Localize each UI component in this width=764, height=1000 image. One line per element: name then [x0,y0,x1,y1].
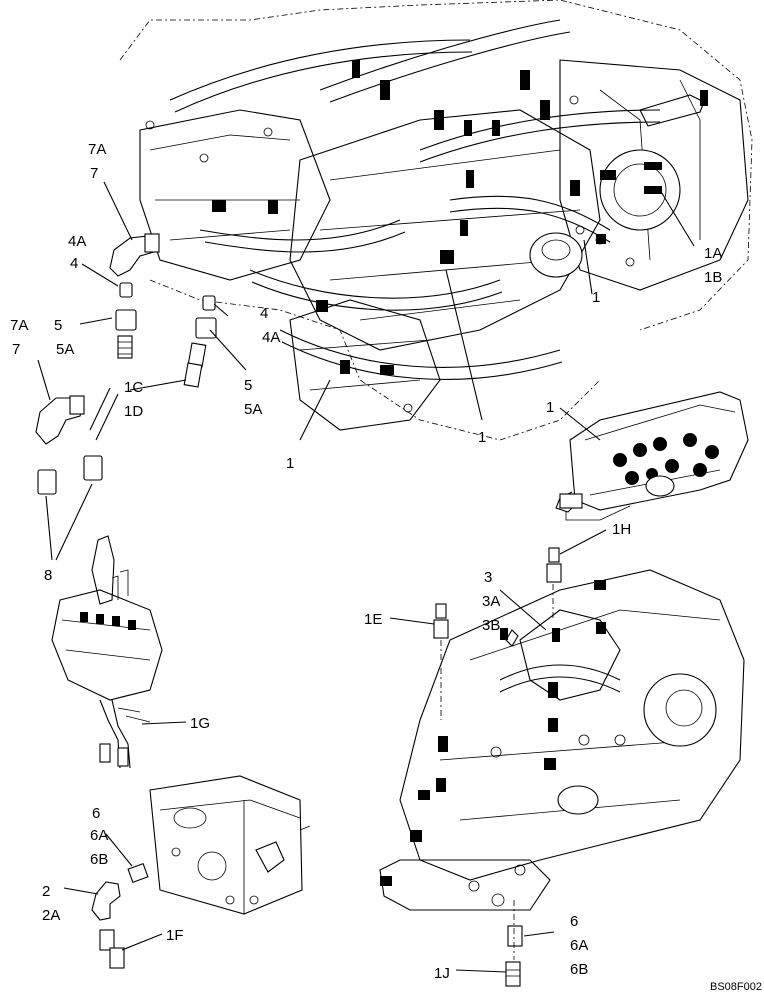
label-4-right: 4 [260,305,268,322]
label-6A-left: 6A [90,827,108,844]
label-1D: 1D [124,403,143,420]
label-4-left: 4 [70,255,78,272]
label-1E: 1E [364,611,382,628]
leader-lines [37,181,695,973]
label-7A-mid: 7A [10,317,28,334]
label-1-b: 1 [478,429,486,446]
label-6-right: 6 [570,913,578,930]
label-1C: 1C [124,379,143,396]
label-3A: 3A [482,593,500,610]
label-1A: 1A [704,245,722,262]
label-1-c: 1 [592,289,600,306]
label-4A-left: 4A [68,233,86,250]
label-6B-right: 6B [570,961,588,978]
label-3B: 3B [482,617,500,634]
loose-fittings-left [35,233,217,495]
joystick-assembly [51,535,163,769]
label-3: 3 [484,569,492,586]
callout-labels: 7A 7 4A 4 5 5A 7A 7 1C 1D 4 4A 5 5A 1 1 … [10,141,762,993]
label-1F: 1F [166,927,184,944]
label-1G: 1G [190,715,210,732]
valve-block-left [91,775,311,969]
connector-inset [555,391,749,521]
label-8: 8 [44,567,52,584]
label-1J: 1J [434,965,450,982]
label-1B: 1B [704,269,722,286]
label-6-left: 6 [92,805,100,822]
label-4A-right: 4A [262,329,280,346]
label-7-top: 7 [90,165,98,182]
label-2A: 2A [42,907,60,924]
pump-assembly [379,547,745,987]
label-7-mid: 7 [12,341,20,358]
label-2: 2 [42,883,50,900]
label-5-left: 5 [54,317,62,334]
label-5A-right: 5A [244,401,262,418]
label-5A-left: 5A [56,341,74,358]
label-1-a: 1 [286,455,294,472]
label-5-right: 5 [244,377,252,394]
label-1H: 1H [612,521,631,538]
label-1-d: 1 [546,399,554,416]
top-valve-assembly [119,0,753,441]
label-7A-top: 7A [88,141,106,158]
label-6B-left: 6B [90,851,108,868]
drawing-code: BS08F002 [710,981,762,993]
label-6A-right: 6A [570,937,588,954]
